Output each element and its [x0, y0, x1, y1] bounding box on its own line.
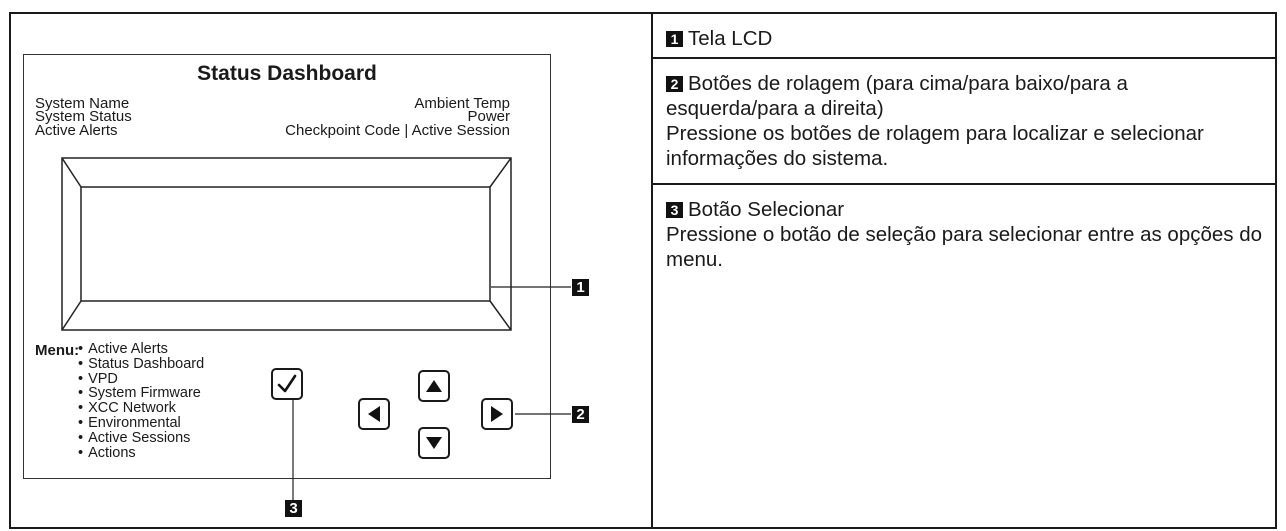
figure-frame [9, 12, 1277, 529]
lcd-screen [61, 157, 512, 331]
callout-badge-1: 1 [666, 31, 683, 47]
callout-badge-2: 2 [666, 76, 683, 92]
menu-item: VPD [78, 371, 204, 387]
menu-item: System Firmware [78, 386, 204, 401]
label-checkpoint-active-session: Checkpoint Code | Active Session [285, 122, 510, 139]
scroll-up-button[interactable] [418, 370, 450, 402]
menu-item: Active Sessions [78, 430, 204, 446]
description-3: 3 Botão Selecionar Pressione o botão de s… [653, 187, 1277, 529]
description-2-title: Botões de rolagem (para cima/para baixo/… [666, 72, 1128, 120]
callout-2: 2 [572, 406, 589, 423]
arrow-right-icon [491, 406, 503, 422]
menu-item: Actions [78, 445, 204, 461]
menu-list: Active Alerts Status Dashboard VPD Syste… [78, 342, 204, 460]
label-active-alerts: Active Alerts [35, 122, 118, 139]
description-1-title: Tela LCD [688, 27, 773, 50]
callout-3: 3 [285, 500, 302, 517]
scroll-down-button[interactable] [418, 427, 450, 459]
menu-item: Status Dashboard [78, 356, 204, 372]
select-button[interactable] [271, 368, 303, 400]
callout-badge-3: 3 [666, 202, 683, 218]
label-ambient-temp: Ambient Temp [414, 95, 510, 112]
arrow-left-icon [368, 406, 380, 422]
panel-title: Status Dashboard [197, 62, 377, 85]
label-system-name: System Name [35, 95, 130, 112]
description-2-body: Pressione os botões de rolagem para loca… [666, 122, 1204, 170]
arrow-down-icon [426, 437, 442, 449]
scroll-left-button[interactable] [358, 398, 390, 430]
menu-item: Active Alerts [78, 342, 204, 357]
description-3-title: Botão Selecionar [688, 198, 845, 221]
label-power: Power [467, 108, 510, 125]
menu-item: XCC Network [78, 401, 204, 416]
callout-1: 1 [572, 279, 589, 296]
operator-panel [23, 54, 551, 479]
arrow-up-icon [426, 380, 442, 392]
menu-item: Environmental [78, 416, 204, 431]
description-1: 1 Tela LCD [653, 14, 1277, 59]
description-3-body: Pressione o botão de seleção para seleci… [666, 223, 1263, 271]
label-system-status: System Status [35, 108, 132, 125]
column-divider [651, 12, 653, 529]
checkmark-icon [277, 374, 297, 393]
scroll-right-button[interactable] [481, 398, 513, 430]
menu-label: Menu: [35, 342, 80, 359]
